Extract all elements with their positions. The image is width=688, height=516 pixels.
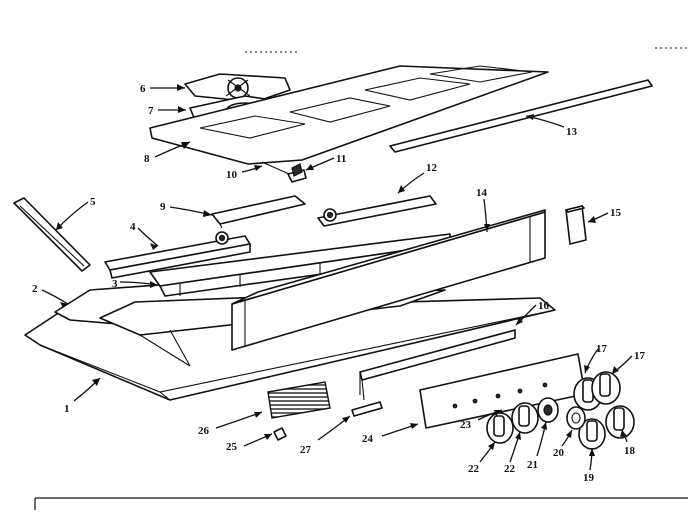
callout-20: 20	[553, 447, 565, 459]
callout-8: 8	[144, 153, 150, 165]
callout-23: 23	[460, 419, 472, 431]
callout-4: 4	[130, 221, 136, 233]
callout-12: 12	[426, 162, 438, 174]
callout-27: 27	[300, 444, 312, 456]
part-19-knob	[578, 418, 606, 450]
part-11-clip	[291, 163, 303, 177]
part-16-side-rail	[359, 329, 516, 401]
callout-14: 14	[476, 187, 488, 199]
callout-15: 15	[610, 207, 622, 219]
callout-13: 13	[566, 126, 578, 138]
callout-3: 3	[112, 278, 118, 290]
part-21-bezel	[537, 397, 559, 423]
callout-24: 24	[362, 433, 374, 445]
part-18-knob	[605, 405, 635, 439]
callout-17b: 17	[634, 350, 646, 362]
part-27-clip	[351, 401, 383, 417]
part-22-knob-front	[511, 402, 539, 434]
callout-6: 6	[140, 83, 146, 95]
callout-10: 10	[226, 169, 238, 181]
callout-1: 1	[64, 403, 70, 415]
part-14-manifold-channel	[231, 209, 546, 351]
callout-labels: 1 2 3 4 5 6 7 8 9 10 11 12 13 14 15 16 1…	[32, 83, 646, 484]
callout-19: 19	[583, 472, 595, 484]
callout-18: 18	[624, 445, 636, 457]
callout-17a: 17	[596, 343, 608, 355]
callout-22b: 22	[468, 463, 480, 475]
part-22-knob-rear	[486, 412, 514, 444]
part-8-cooktop-panel	[149, 65, 549, 165]
part-15-end-block	[565, 205, 587, 245]
callout-9: 9	[160, 201, 166, 213]
part-12-right-burner-bar	[317, 195, 437, 227]
part-9-burner-bracket	[211, 195, 306, 229]
part-25-screw	[273, 427, 287, 441]
part-4-left-burner-bar	[104, 231, 251, 279]
part-26-vent-grille	[267, 381, 331, 419]
callout-5: 5	[90, 196, 96, 208]
part-20-washer	[566, 406, 586, 430]
callout-22a: 22	[504, 463, 516, 475]
callout-2: 2	[32, 283, 38, 295]
part-13-trim-strip	[389, 79, 653, 153]
leader-lines	[41, 84, 633, 471]
callout-11: 11	[336, 153, 346, 165]
callout-25: 25	[226, 441, 238, 453]
callout-26: 26	[198, 425, 210, 437]
part-17-knob-right	[591, 371, 621, 405]
callout-16: 16	[538, 300, 550, 312]
part-6-burner-grate	[184, 73, 291, 103]
callout-7: 7	[148, 105, 154, 117]
top-scan-marks	[245, 47, 688, 53]
part-5-side-bracket	[13, 197, 91, 272]
callout-21: 21	[527, 459, 538, 471]
